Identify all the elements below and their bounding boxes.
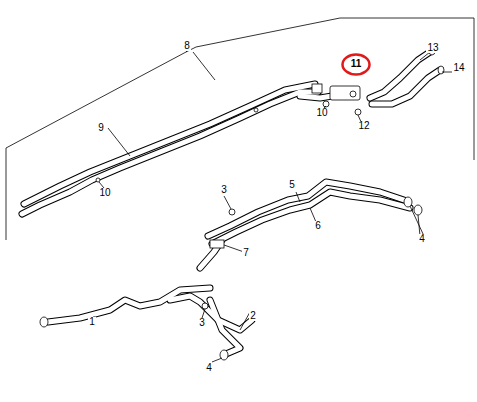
callout-number: 1: [88, 317, 96, 327]
callout-number: 5: [288, 180, 296, 190]
callout-number: 4: [418, 234, 426, 244]
callout-number: 3: [198, 318, 206, 328]
callout-number: 6: [314, 221, 322, 231]
callout-number: 9: [97, 123, 105, 133]
callout-number: 3: [220, 185, 228, 195]
callout-number: 12: [357, 121, 370, 131]
callout-number: 7: [242, 248, 250, 258]
callout-number: 11: [351, 59, 362, 69]
callout-number: 13: [426, 43, 439, 53]
callout-number: 2: [249, 311, 257, 321]
highlight-ellipse: 11: [341, 53, 371, 76]
callout-number: 8: [183, 41, 191, 51]
callout-number: 10: [98, 188, 111, 198]
callout-number: 10: [315, 108, 328, 118]
callout-number: 4: [205, 363, 213, 373]
callout-number: 14: [452, 63, 465, 73]
